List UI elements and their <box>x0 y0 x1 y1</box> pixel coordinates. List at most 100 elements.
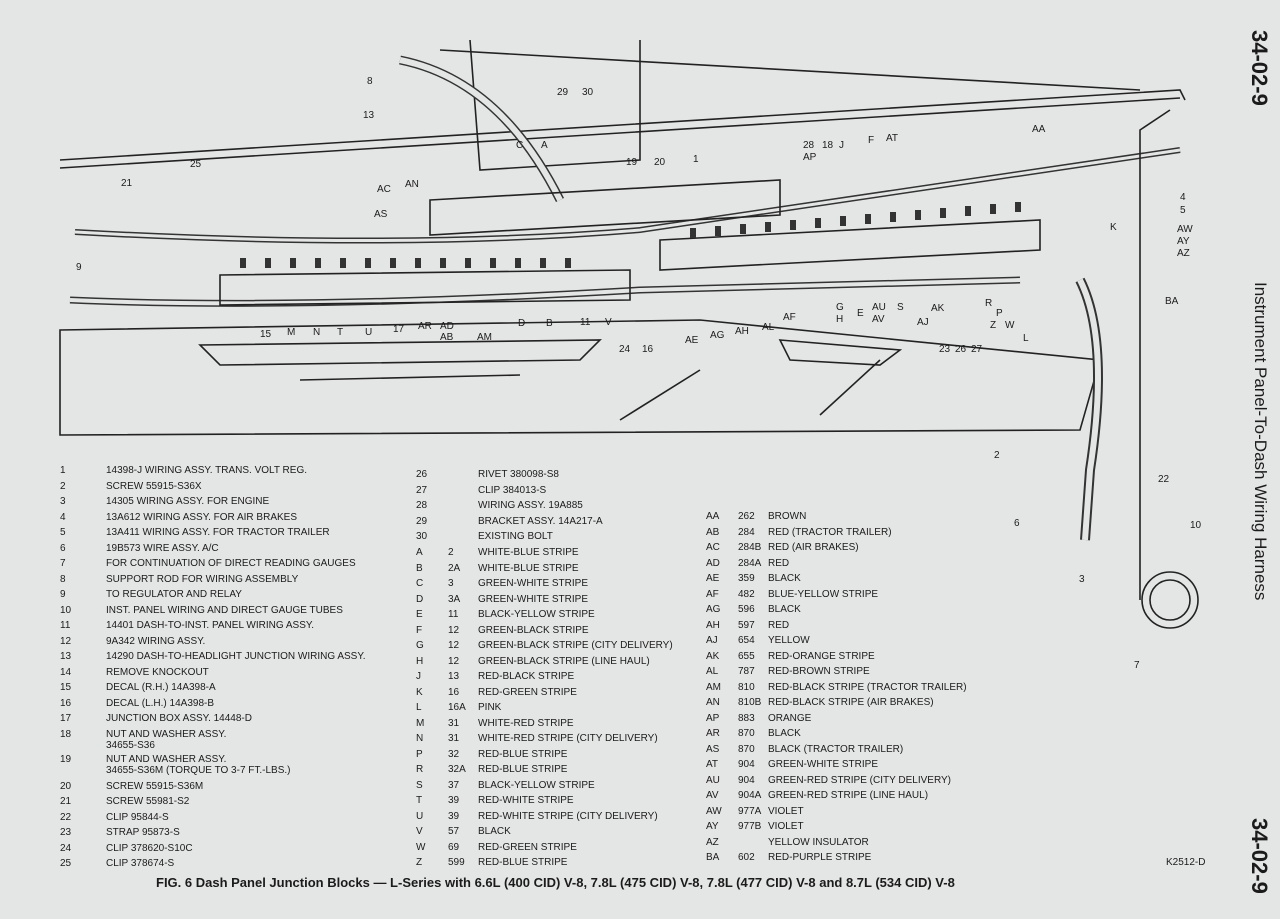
legend-key: 24 <box>60 842 72 854</box>
wire-color: RED-BROWN STRIPE <box>768 666 870 677</box>
legend-desc: SCREW 55915-S36X <box>106 480 202 492</box>
wire-color: BLACK-YELLOW STRIPE <box>478 779 595 791</box>
legend-key: 7 <box>60 558 66 569</box>
wire-color: RED (AIR BRAKES) <box>768 542 859 553</box>
legend-desc: CLIP 95844-S <box>106 811 169 823</box>
legend-key: 9 <box>60 589 66 600</box>
diagram-label: AY <box>1177 236 1190 247</box>
wire-key: AE <box>706 573 720 584</box>
diagram-label: AT <box>886 133 898 144</box>
wire-circuit: 284 <box>738 526 755 538</box>
legend-key: 8 <box>60 573 66 585</box>
wire-key: AD <box>706 557 720 569</box>
diagram-label: AD <box>440 321 454 332</box>
wire-color: GREEN-RED STRIPE (CITY DELIVERY) <box>768 774 951 786</box>
legend-key: 2 <box>60 480 66 492</box>
wire-circuit: 810 <box>738 681 755 693</box>
wire-color: BLACK <box>768 604 801 615</box>
wire-color: ORANGE <box>768 712 812 724</box>
wire-color: BLUE-YELLOW STRIPE <box>768 588 879 600</box>
wire-circuit: 16 <box>448 686 460 698</box>
figure-caption: FIG. 6 Dash Panel Junction Blocks — L-Se… <box>156 875 955 890</box>
wire-circuit: 596 <box>738 604 755 615</box>
wire-circuit: 359 <box>738 573 755 584</box>
wire-key: G <box>416 640 424 651</box>
diagram-label: 30 <box>582 87 594 98</box>
wire-color: RED-BLACK STRIPE (TRACTOR TRAILER) <box>768 681 967 693</box>
legend-key: 20 <box>60 780 72 792</box>
side-title: Instrument Panel-To-Dash Wiring Harness <box>1251 282 1270 601</box>
figure-ref: K2512-D <box>1166 857 1206 868</box>
wire-color: RED-WHITE STRIPE (CITY DELIVERY) <box>478 810 658 822</box>
wire-key: K <box>416 686 423 698</box>
wire-color: WHITE-RED STRIPE <box>478 717 574 729</box>
wire-circuit: 284B <box>738 542 762 553</box>
legend-key: 1 <box>60 465 66 476</box>
diagram-label: 26 <box>955 344 967 355</box>
wire-key: Z <box>416 857 423 868</box>
diagram-label: 28 <box>803 140 815 151</box>
wire-color: BLACK <box>768 573 801 584</box>
wire-key: W <box>416 841 426 853</box>
legend-key: 13 <box>60 651 72 662</box>
legend-desc: RIVET 380098-S8 <box>478 469 559 480</box>
wire-color: RED-GREEN STRIPE <box>478 841 577 853</box>
wire-key: AC <box>706 542 720 553</box>
wire-key: AU <box>706 774 720 786</box>
wire-key: AM <box>706 681 721 693</box>
diagram-label: 17 <box>393 324 405 335</box>
diagram-label: AR <box>418 321 432 332</box>
legend-key: 27 <box>416 484 428 496</box>
wire-color: GREEN-BLACK STRIPE (CITY DELIVERY) <box>478 640 673 651</box>
wire-key: AP <box>706 712 720 724</box>
legend-row: 2 SCREW 55915-S36X <box>60 479 366 495</box>
wire-color: YELLOW <box>768 635 810 646</box>
wire-key: AW <box>706 805 722 817</box>
diagram-label: AW <box>1177 224 1193 235</box>
legend-desc: EXISTING BOLT <box>478 531 553 542</box>
diagram-label: F <box>868 135 874 146</box>
diagram-label: 4 <box>1180 192 1186 203</box>
page-code-bottom: 34-02-9 <box>1247 818 1272 894</box>
wire-circuit: 904A <box>738 790 762 801</box>
legend-desc: 13A411 WIRING ASSY. FOR TRACTOR TRAILER <box>106 527 330 538</box>
wire-circuit: 870 <box>738 728 755 739</box>
legend-row: AE 359 BLACK <box>706 571 967 587</box>
diagram-label: T <box>337 327 343 338</box>
legend-desc: JUNCTION BOX ASSY. 14448-D <box>106 713 252 724</box>
legend-desc: STRAP 95873-S <box>106 827 180 838</box>
diagram-label: 11 <box>580 317 591 328</box>
wire-circuit: 655 <box>738 650 755 662</box>
legend-desc: INST. PANEL WIRING AND DIRECT GAUGE TUBE… <box>106 604 343 616</box>
wiring-diagram: 1 2 3 4 5 6 7 8 9 10 11 13 15 16 17 18 1… <box>59 39 1202 671</box>
diagram-label: 1 <box>693 154 699 165</box>
diagram-label: AG <box>710 330 725 341</box>
legend-desc: 19B573 WIRE ASSY. A/C <box>106 542 219 554</box>
